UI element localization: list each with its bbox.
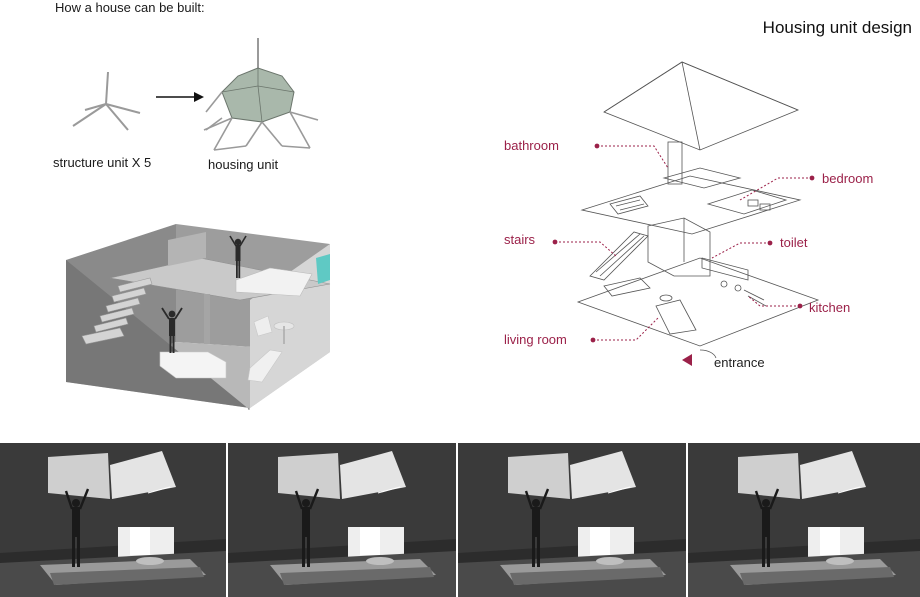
render-panel-3 (458, 443, 686, 597)
lower-floor (576, 217, 820, 347)
structure-unit-caption: structure unit X 5 (53, 155, 152, 170)
entrance-marker (682, 349, 717, 366)
leader-lines (555, 145, 812, 341)
label-kitchen: kitchen (809, 300, 851, 315)
roof-pyramid (603, 61, 800, 151)
structure-unit-figure (72, 71, 141, 131)
label-entrance: entrance (714, 355, 765, 370)
label-stairs: stairs (504, 232, 536, 247)
upper-floor (580, 141, 802, 235)
exploded-axonometric (576, 61, 820, 347)
render-panel-4 (688, 443, 920, 597)
section-title: Housing unit design (762, 18, 912, 37)
render-panel-2 (228, 443, 456, 597)
label-living-room: living room (504, 332, 567, 347)
label-bedroom: bedroom (822, 171, 874, 186)
leader-dots (552, 143, 815, 343)
housing-unit-figure (203, 38, 319, 151)
arrow-icon (156, 92, 204, 102)
render-panel-1 (0, 443, 226, 597)
housing-unit-caption: housing unit (208, 157, 279, 172)
house-section-model (66, 224, 331, 410)
label-bathroom: bathroom (504, 138, 559, 153)
intro-heading: How a house can be built: (55, 0, 205, 15)
label-toilet: toilet (780, 235, 808, 250)
